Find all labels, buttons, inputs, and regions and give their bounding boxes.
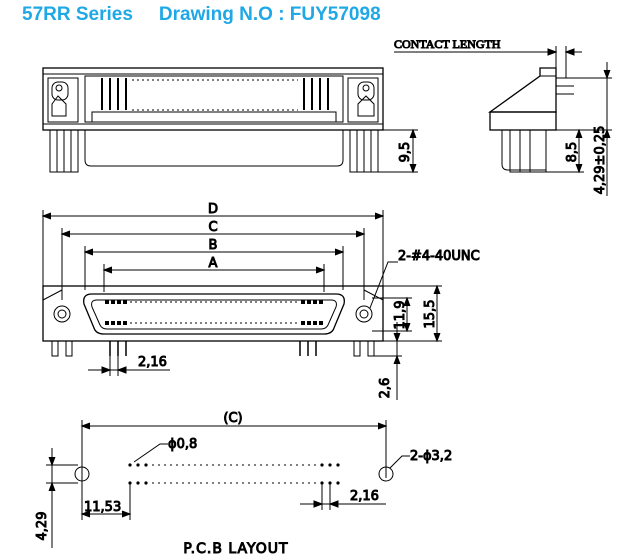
front-view — [42, 67, 418, 174]
pcb-dim-2-16: 2,16 — [350, 489, 379, 504]
dim-d: D — [208, 202, 218, 217]
dim-15-5: 15,5 — [423, 300, 438, 329]
dim-a: A — [209, 256, 218, 271]
contact-length-label: CONTACT LENGTH — [394, 37, 501, 51]
pcb-layout-caption: P.C.B LAYOUT — [183, 541, 288, 557]
screw-note: 2-#4-40UNC — [398, 249, 480, 264]
pcb-dim-11-53: 11,53 — [84, 500, 121, 515]
pcb-dim-c: (C) — [223, 411, 242, 426]
dim-b: B — [209, 238, 218, 253]
pcb-hole-small: ϕ0,8 — [168, 437, 197, 452]
drawing-number: Drawing N.O : FUY57098 — [158, 4, 381, 25]
dim-8-5: 8,5 — [565, 142, 580, 163]
side-view — [394, 46, 612, 196]
pcb-dim-4-29: 4,29 — [35, 512, 50, 541]
series-title: 57RR Series — [22, 4, 133, 25]
dim-9-5: 9,5 — [398, 142, 413, 163]
pcb-hole-large: 2-ϕ3,2 — [410, 449, 452, 464]
dim-c: C — [208, 220, 217, 235]
drawing-header: 57RR Series Drawing N.O : FUY57098 — [22, 4, 381, 26]
dim-11-9: 11,9 — [393, 301, 408, 330]
dim-4-29-tolerance: 4,29±0,25 — [593, 126, 608, 195]
dim-2-6: 2,6 — [378, 378, 393, 399]
top-view — [41, 210, 442, 400]
pcb-layout — [46, 420, 410, 548]
dim-pitch-2-16: 2,16 — [138, 355, 167, 370]
